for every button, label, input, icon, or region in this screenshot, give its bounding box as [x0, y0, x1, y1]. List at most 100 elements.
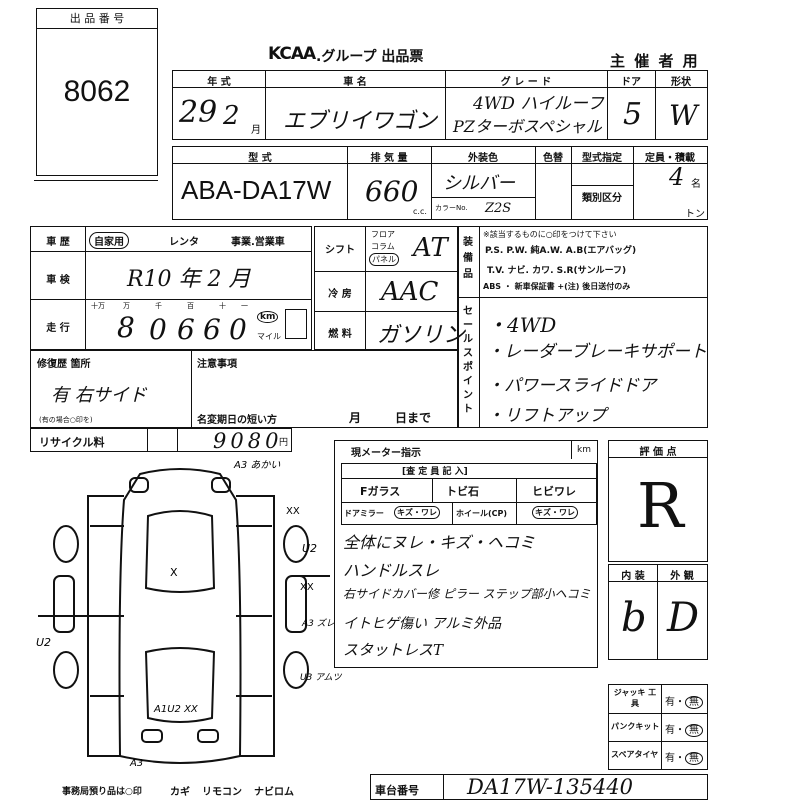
usage-block: 車 歴 自家用 レンタ 事業.営業車 車 検 R10 年 2 月 走 行 十万 …: [30, 226, 312, 350]
chassis-value: DA17W-135440: [467, 775, 634, 799]
exterior-label: 外 観: [670, 571, 694, 582]
capacity-label: 定員・積載: [645, 153, 695, 164]
grade-value-line1: 4WD ハイルーフ: [473, 94, 604, 114]
load-unit: トン: [685, 209, 705, 220]
equipment-block: 装備品 ※該当するものに○印をつけて下さい P.S. P.W. 純A.W. A.…: [458, 226, 708, 428]
mileage-digit-label-4: 十: [219, 302, 226, 310]
diagram-mark-7: U2: [36, 636, 51, 649]
recycle-unit: 円: [279, 438, 289, 448]
lot-number-value: 8062: [63, 75, 131, 108]
keys-note: 事務局預り品は○印: [62, 787, 142, 797]
mileage-digit-label-0: 十万: [91, 302, 105, 310]
front-glass-chip: トビ石: [446, 485, 479, 498]
diagram-mark-8: U3 アムツ: [300, 673, 343, 683]
diagram-mark-1: A3 あかい: [233, 460, 280, 471]
mileage-digit-label-2: 千: [155, 302, 162, 310]
recycle-block: リサイクル料 9080 円: [30, 428, 292, 453]
diagram-mark-5: A3 ズレ: [301, 618, 335, 629]
int-ext-block: 内 装 外 観 b D: [608, 564, 708, 660]
mileage-unit-mile: マイル: [257, 332, 281, 341]
color-no-label: カラーNo.: [435, 204, 468, 212]
meter-label: 現メーター指示: [351, 448, 421, 459]
vehicle-row-2: 型 式 排 気 量 外装色 色替 型式指定 定員・積載 類別区分 ABA-DA1…: [172, 146, 708, 220]
mileage-digit-5: 0: [229, 313, 247, 346]
grade-value: R: [637, 469, 684, 542]
capacity-unit: 名: [691, 179, 701, 190]
name-change-expiry-label: 名変期日の短い方: [197, 415, 277, 426]
shift-option-panel: パネル: [369, 253, 399, 266]
type-designation-label: 型式指定: [582, 153, 622, 164]
car-name-value: エブリイワゴン: [283, 109, 438, 134]
repair-block: 修復歴 箇所 有 右サイド (有の場合○印を) 注意事項 名変期日の短い方 月 …: [30, 350, 458, 428]
exterior-value: D: [667, 595, 700, 641]
grade-label: 評 価 点: [639, 447, 677, 458]
mileage-digit-3: 6: [177, 313, 195, 346]
fuel-label: 燃 料: [328, 329, 352, 340]
history-label: 車 歴: [46, 237, 70, 248]
sales-point-4: ・リフトアップ: [487, 406, 606, 426]
shift-option-column: コラム: [371, 242, 395, 251]
jack-tools-value: 有・無: [665, 693, 703, 709]
color-label: 外装色: [468, 153, 498, 164]
repair-label: 修復歴 箇所: [37, 359, 91, 370]
mileage-digit-4: 6: [203, 313, 221, 346]
equipment-line-2: T.V. ナビ. カワ. S.R(サンルーフ): [487, 266, 627, 276]
shift-option-floor: フロア: [371, 230, 395, 239]
puncture-kit-value: 有・無: [665, 721, 703, 737]
specs-block: シフト フロア コラム パネル AT 冷 房 AAC 燃 料 ガソリン: [314, 226, 465, 350]
capacity-value: 4: [669, 163, 685, 191]
chassis-block: 車台番号 DA17W-135440: [370, 774, 708, 800]
inspector-note-2: ハンドルスレ: [343, 561, 440, 580]
color-change-label: 色替: [543, 153, 563, 164]
repair-value: 有 右サイド: [51, 385, 147, 406]
inspector-block: 現メーター指示 km [査 定 員 記 入] Fガラス トビ石 ヒビワレ ドアミ…: [334, 440, 598, 668]
inspection-label: 車 検: [46, 275, 70, 286]
repair-note: (有の場合○印を): [39, 416, 93, 424]
mileage-label: 走 行: [46, 323, 70, 334]
equipment-label: 装備品: [463, 237, 473, 280]
color-value: シルバー: [443, 173, 515, 194]
cc-unit: c.c.: [413, 207, 427, 216]
key-item-key: カギ: [170, 787, 190, 798]
chassis-label: 車台番号: [375, 784, 419, 797]
sheet-title: .グループ 出品票: [316, 49, 424, 65]
fuel-value: ガソリン: [377, 323, 466, 348]
engine-value: 660: [365, 175, 419, 208]
expiry-day-label: 日まで: [395, 411, 432, 425]
door-mirror-value: キズ・ワレ: [394, 506, 440, 519]
recycle-label: リサイクル料: [39, 436, 105, 449]
grade-block: 評 価 点 R: [608, 440, 708, 562]
key-item-remote: リモコン: [202, 787, 242, 798]
inspector-note-1: 全体にヌレ・キズ・ヘコミ: [343, 533, 536, 552]
lot-number-box: 出 品 番 号 8062: [36, 8, 158, 176]
sales-points-label: セールスポイント: [463, 306, 473, 415]
month-unit: 月: [251, 125, 261, 136]
history-option-rental: レンタ: [169, 237, 199, 248]
diagram-mark-10: A3: [129, 758, 143, 769]
mileage-check-box: [285, 309, 307, 339]
organizer-copy-label: 主 催 者 用: [610, 52, 700, 70]
aircon-value: AAC: [381, 277, 439, 307]
mileage-digit-label-5: 一: [241, 302, 248, 310]
puncture-kit-label: パンクキット: [611, 722, 660, 731]
inspection-value: R10 年 2 月: [127, 267, 251, 292]
spare-tire-label: スペアタイヤ: [611, 750, 659, 759]
front-glass-crack: ヒビワレ: [532, 485, 576, 498]
model-value: ABA-DA17W: [181, 175, 332, 205]
diagram-mark-9: A1U2 XX: [153, 704, 199, 715]
key-item-navi-rom: ナビロム: [254, 787, 294, 798]
diagram-mark-3: U2: [302, 542, 317, 555]
sales-point-1: ・4WD: [487, 313, 557, 337]
doors-value: 5: [623, 97, 643, 132]
sales-point-2: ・レーダーブレーキサポート: [487, 342, 707, 362]
car-name-label: 車 名: [343, 77, 367, 88]
shape-label: 形状: [671, 77, 691, 88]
jack-tools-label: ジャッキ 工 具: [613, 688, 657, 708]
mileage-digit-1: 8: [117, 311, 135, 344]
doors-label: ドア: [621, 77, 641, 88]
front-glass-label: Fガラス: [360, 485, 401, 498]
model-label: 型 式: [248, 153, 272, 164]
brand-logo: KCAA: [268, 44, 316, 64]
history-option-business: 事業.営業車: [231, 237, 285, 248]
door-mirror-label: ドアミラー: [344, 509, 384, 518]
